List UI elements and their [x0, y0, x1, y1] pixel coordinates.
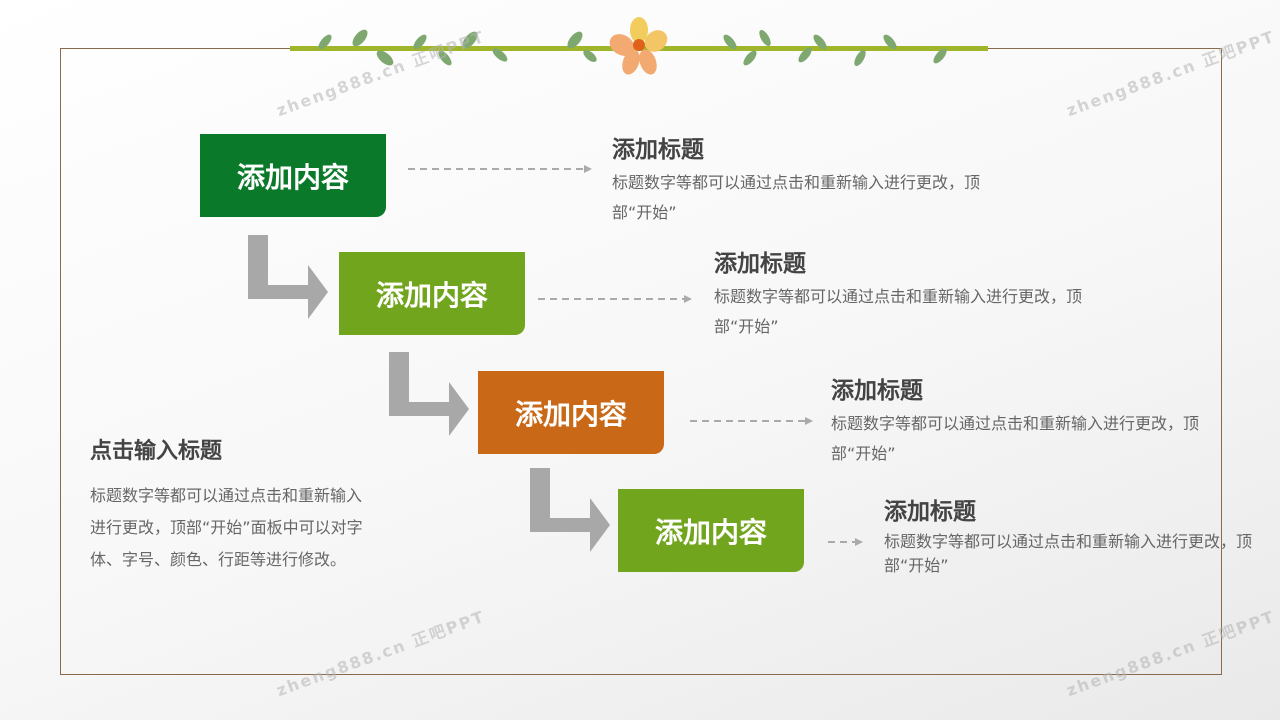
step-box-2[interactable]: 添加内容: [339, 252, 525, 335]
item-title-4: 添加标题: [884, 499, 976, 525]
item-desc-4: 标题数字等都可以通过点击和重新输入进行更改，顶部“开始”: [884, 532, 1253, 575]
side-desc: 标题数字等都可以通过点击和重新输入进行更改，顶部“开始”面板中可以对字体、字号、…: [90, 486, 363, 569]
flower-icon: [609, 17, 668, 75]
dashed-connectors: [408, 168, 856, 543]
step-box-1[interactable]: 添加内容: [200, 134, 386, 217]
step-label: 添加内容: [236, 160, 349, 194]
item-title-2: 添加标题: [714, 251, 806, 277]
side-title: 点击输入标题: [90, 439, 223, 464]
elbow-arrows: [248, 235, 610, 552]
step-label: 添加内容: [375, 278, 488, 312]
item-desc-1: 标题数字等都可以通过点击和重新输入进行更改，顶部“开始”: [612, 173, 981, 222]
item-title-3: 添加标题: [831, 378, 923, 404]
elbow-arrow-1: [248, 235, 328, 319]
elbow-arrow-2: [389, 352, 469, 436]
step-label: 添加内容: [654, 515, 767, 549]
step-label: 添加内容: [514, 397, 627, 431]
step-box-3[interactable]: 添加内容: [478, 371, 664, 454]
elbow-arrow-3: [530, 468, 610, 552]
step-box-4[interactable]: 添加内容: [618, 489, 804, 572]
item-desc-3: 标题数字等都可以通过点击和重新输入进行更改，顶部“开始”: [831, 414, 1200, 463]
connector-arrowheads: [584, 165, 863, 546]
item-desc-2: 标题数字等都可以通过点击和重新输入进行更改，顶部“开始”: [714, 287, 1083, 336]
item-title-1: 添加标题: [612, 137, 704, 163]
